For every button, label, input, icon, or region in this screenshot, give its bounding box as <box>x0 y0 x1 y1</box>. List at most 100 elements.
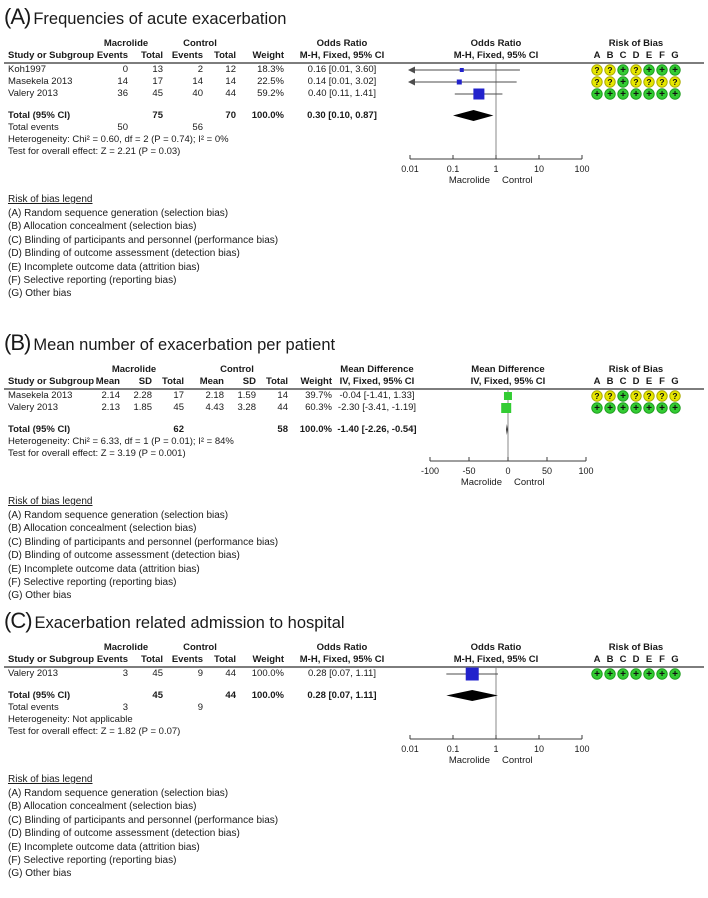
study-name: Koh1997 <box>8 64 47 75</box>
rob-symbol: + <box>620 669 626 680</box>
study-name: Masekela 2013 <box>8 390 73 401</box>
rob-symbol: + <box>594 89 600 100</box>
plot-ci-header: IV, Fixed, 95% CI <box>470 376 546 387</box>
axis-tick-label: 100 <box>574 164 590 174</box>
rob-letter: A <box>593 654 601 665</box>
forest-panel-c: (C)Exacerbation related admission to hos… <box>0 608 708 889</box>
plot-ci-header: M-H, Fixed, 95% CI <box>453 50 539 61</box>
rob-symbol: ? <box>646 391 651 401</box>
weight-value: 100.0% <box>251 668 284 679</box>
rob-letter: A <box>593 376 601 387</box>
cell-value: 44 <box>225 88 236 99</box>
total-weight: 100.0% <box>251 110 284 121</box>
rob-circle <box>591 668 603 680</box>
cell-value: 0 <box>122 64 128 75</box>
rob-circle <box>630 76 642 88</box>
axis-tick-label: 0.1 <box>446 744 460 754</box>
rob-letter: A <box>593 50 601 61</box>
legend-item: (E) Incomplete outcome data (attrition b… <box>8 261 200 273</box>
cell-value: 2 <box>197 64 203 75</box>
rob-circle <box>591 76 603 88</box>
column-header: Events <box>171 654 203 665</box>
legend-item: (B) Allocation concealment (selection bi… <box>8 221 197 233</box>
header-rule <box>4 388 704 390</box>
rob-circle <box>643 88 655 100</box>
rob-letter: E <box>645 654 653 665</box>
rob-circle <box>604 88 616 100</box>
total-ci-text: 0.28 [0.07, 1.11] <box>307 690 377 701</box>
rob-symbol: ? <box>633 391 638 401</box>
rob-symbol: + <box>594 669 600 680</box>
forest-square <box>456 79 462 85</box>
weight-column-header: Weight <box>252 654 285 665</box>
axis-tick-label: -50 <box>462 466 476 476</box>
legend-item: (F) Selective reporting (reporting bias) <box>8 275 177 286</box>
legend-item: (G) Other bias <box>8 590 72 602</box>
legend-item: (C) Blinding of participants and personn… <box>8 536 279 548</box>
weight-value: 59.2% <box>257 88 284 99</box>
rob-symbol: + <box>672 669 678 680</box>
rob-circle <box>643 390 655 402</box>
effect-header: Odds Ratio <box>316 38 368 49</box>
legend-title: Risk of bias legend <box>8 194 93 205</box>
panel-label: (C) <box>4 608 33 633</box>
rob-circle <box>591 402 603 414</box>
clip-arrow-left <box>408 66 415 74</box>
rob-letter: B <box>606 376 614 387</box>
cell-value: 2.18 <box>205 390 225 401</box>
rob-symbol: + <box>646 669 652 680</box>
total-label: Total (95% CI) <box>8 110 71 121</box>
total-weight: 100.0% <box>299 424 332 435</box>
legend-item: (F) Selective reporting (reporting bias) <box>8 855 177 866</box>
column-header: Total <box>266 376 288 387</box>
rob-symbol: ? <box>594 77 599 87</box>
axis-tick-label: 1 <box>493 164 499 174</box>
rob-circle <box>656 390 668 402</box>
cell-value: 12 <box>225 64 236 75</box>
legend-title: Risk of bias legend <box>8 496 93 507</box>
favors-right-label: Control <box>514 477 545 488</box>
column-header: Mean <box>95 376 120 387</box>
rob-circle <box>643 64 655 76</box>
rob-symbol: + <box>646 65 652 76</box>
rob-circle <box>630 64 642 76</box>
ci-column-header: IV, Fixed, 95% CI <box>339 376 415 387</box>
rob-letter: G <box>671 50 679 61</box>
rob-circle <box>604 390 616 402</box>
rob-title: Risk of Bias <box>608 364 664 375</box>
legend-item: (A) Random sequence generation (selectio… <box>8 788 229 799</box>
rob-circle <box>656 88 668 100</box>
total-events-2: 56 <box>192 122 203 133</box>
total-n2: 58 <box>277 424 288 435</box>
axis-tick-label: 0.01 <box>401 744 419 754</box>
rob-symbol: ? <box>607 77 612 87</box>
ci-text: 0.16 [0.01, 3.60] <box>307 64 377 75</box>
cell-value: 3 <box>122 668 128 679</box>
legend-item: (D) Blinding of outcome assessment (dete… <box>8 248 240 260</box>
rob-circle <box>656 76 668 88</box>
panel-title: Exacerbation related admission to hospit… <box>34 614 345 632</box>
plot-effect-header: Odds Ratio <box>470 642 522 653</box>
rob-circle <box>643 76 655 88</box>
study-name: Valery 2013 <box>8 88 58 99</box>
rob-circle <box>630 668 642 680</box>
rob-symbol: + <box>607 89 613 100</box>
panel-heading: (A)Frequencies of acute exacerbation <box>4 4 286 32</box>
overall-test-text: Test for overall effect: Z = 1.82 (P = 0… <box>8 726 181 737</box>
cell-value: 17 <box>173 390 184 401</box>
rob-symbol: ? <box>672 391 677 401</box>
cell-value: 13 <box>152 64 163 75</box>
summary-diamond <box>446 690 498 701</box>
rob-circle <box>669 64 681 76</box>
total-events-1: 50 <box>117 122 128 133</box>
rob-circle <box>617 390 629 402</box>
cell-value: 44 <box>225 668 236 679</box>
rob-circle <box>604 668 616 680</box>
rob-circle <box>617 64 629 76</box>
clip-arrow-left <box>408 78 415 86</box>
rob-circle <box>656 402 668 414</box>
rob-letter: E <box>645 50 653 61</box>
rob-symbol: + <box>659 89 665 100</box>
column-header: Total <box>214 50 236 61</box>
rob-title: Risk of Bias <box>608 642 664 653</box>
